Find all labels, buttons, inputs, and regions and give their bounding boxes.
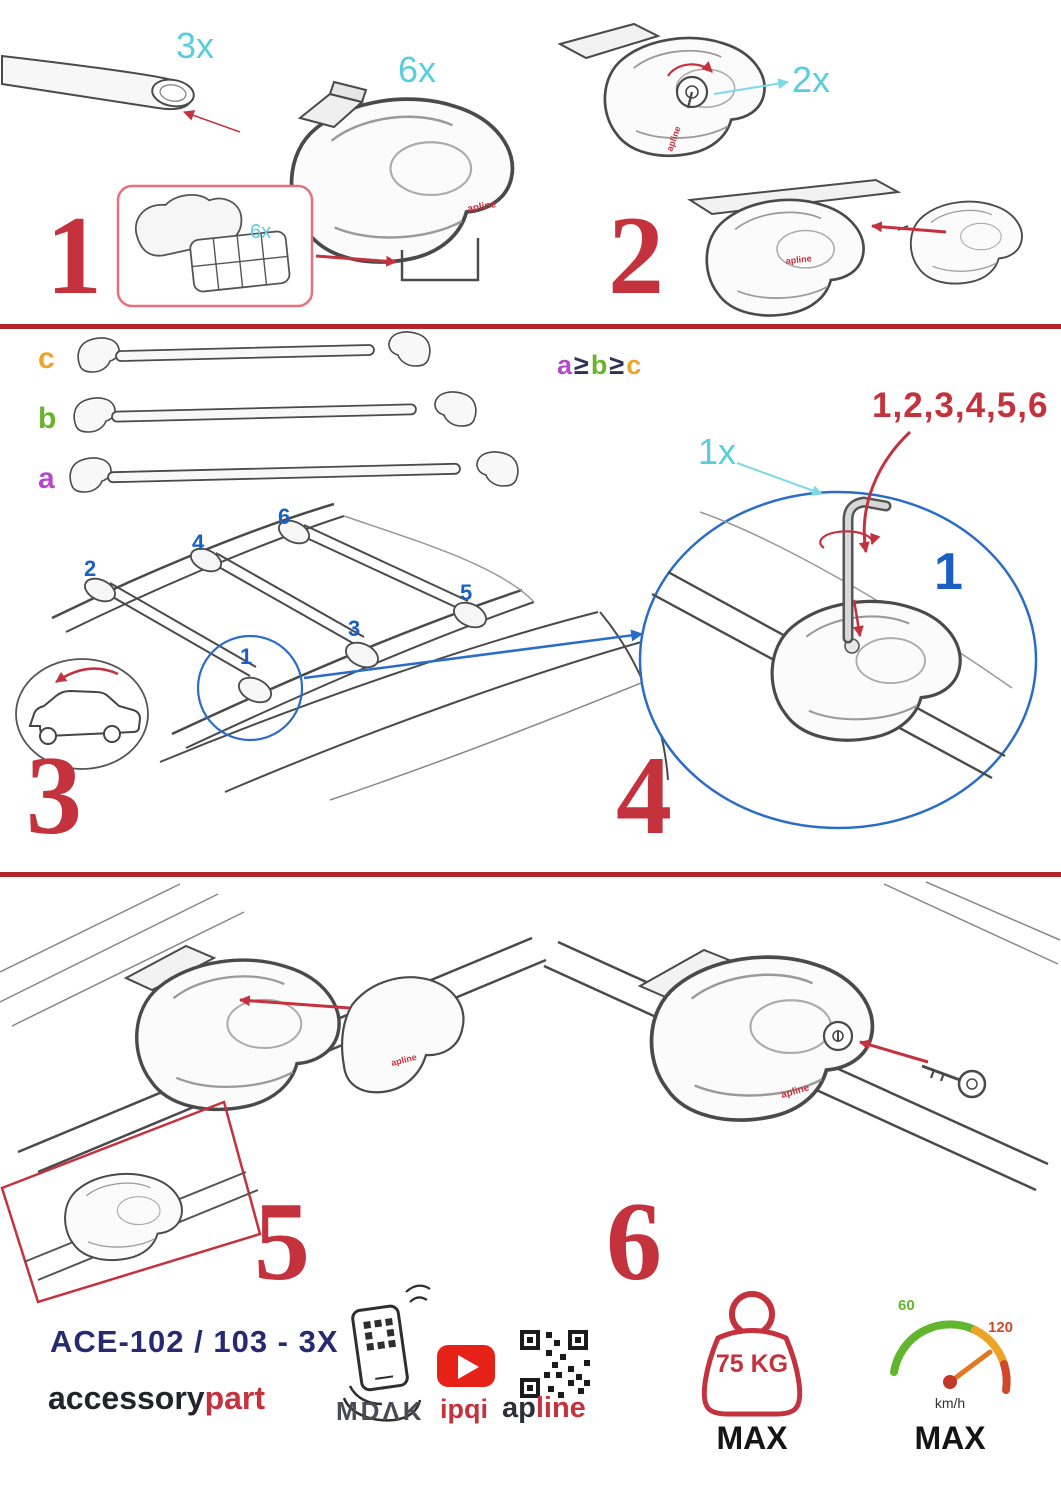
- car-roof-illustration: [51, 502, 689, 801]
- ipqi-logo: ipqi: [440, 1394, 488, 1424]
- size-rule: a≥b≥c: [556, 352, 642, 379]
- red-arrow-icon: [182, 110, 241, 133]
- step-2-number: 2: [608, 194, 664, 318]
- youtube-icon: [437, 1345, 495, 1387]
- rotate-arrow-icon: [667, 61, 713, 77]
- rule-ge1: ≥: [574, 350, 589, 380]
- max-speed-label: MAX: [914, 1420, 986, 1456]
- car-direction-inset: [15, 658, 149, 770]
- foot-icon-step5: [135, 958, 341, 1112]
- weight-icon: [701, 1291, 803, 1417]
- red-arrow-icon: [315, 254, 398, 267]
- blue-arrow-icon: [303, 629, 644, 680]
- rubber-pad-icon: [134, 194, 291, 293]
- rule-b: b: [590, 350, 608, 380]
- apline-ap: ap: [502, 1392, 536, 1424]
- roof-hatch-lines: [883, 881, 1061, 965]
- section-divider-2: [0, 872, 1061, 877]
- step-5-number: 5: [254, 1180, 310, 1304]
- cover-piece-icon: [340, 976, 465, 1094]
- brand-part: part: [204, 1380, 266, 1416]
- mounted-bar-front: [83, 577, 272, 704]
- step1-art: apline: [1, 54, 515, 308]
- model-code: ACE-102 / 103 - 3X: [50, 1324, 339, 1359]
- qty-locks: 2x: [792, 59, 831, 100]
- roof-hatch-lines: [0, 883, 245, 1027]
- brand-badge: apline: [467, 199, 498, 215]
- crossbar-b-icon: [73, 391, 477, 433]
- tighten-sequence: 1,2,3,4,5,6: [872, 386, 1049, 425]
- cyan-arrow-icon: [713, 78, 790, 95]
- rule-a: a: [557, 350, 573, 380]
- endcap-assembly-icon: apline: [687, 178, 1023, 317]
- qr-code-icon: [518, 1328, 590, 1400]
- red-arrow-icon: [858, 1039, 929, 1064]
- qty-allen-key: 1x: [698, 431, 737, 472]
- bar-label-a: a: [38, 462, 55, 495]
- cyan-arrow-icon: [736, 462, 824, 496]
- sequence-start: 1: [934, 543, 963, 601]
- position-4: 4: [192, 530, 205, 555]
- pad-inset: [116, 184, 398, 308]
- step2-art: apline apline: [557, 22, 1023, 317]
- section-divider-1: [0, 324, 1061, 329]
- step-1-number: 1: [46, 194, 102, 318]
- qty-pads: 6x: [250, 221, 272, 243]
- mounted-bar-middle: [189, 547, 379, 669]
- speed-red-value: 120: [988, 1319, 1014, 1336]
- step-3-number: 3: [26, 734, 82, 858]
- apline-line: line: [535, 1392, 586, 1424]
- apline-logo: apline: [502, 1394, 586, 1423]
- qty-feet: 6x: [398, 49, 437, 90]
- step6-art: apline: [543, 881, 1061, 1192]
- brand-accessory: accessory: [48, 1380, 205, 1416]
- foot-icon-step1: apline: [289, 80, 515, 282]
- speed-unit: km/h: [934, 1395, 966, 1411]
- brand-badge: apline: [785, 253, 812, 266]
- step-4-number: 4: [616, 734, 672, 858]
- direction-arrow-icon: [55, 667, 119, 684]
- mdak-logo: MDΛK: [336, 1396, 425, 1426]
- position-2: 2: [84, 556, 97, 581]
- speed-green-value: 60: [898, 1297, 915, 1314]
- key-icon: [921, 1064, 987, 1099]
- crossbar-icon: [1, 54, 195, 111]
- bar-label-b: b: [38, 402, 57, 435]
- rule-ge2: ≥: [609, 350, 625, 380]
- position-1: 1: [240, 644, 253, 669]
- sequence-arrow-icon: [858, 430, 912, 554]
- red-arrow-icon: [238, 995, 351, 1010]
- installed-inset: [0, 1100, 262, 1304]
- rotate-arrow-icon: [819, 530, 881, 549]
- red-arrow-icon: [852, 599, 864, 638]
- step4-art: [638, 430, 1038, 830]
- bar-label-c: c: [38, 342, 55, 375]
- max-weight-label: MAX: [716, 1420, 788, 1456]
- speedometer-icon: [890, 1320, 1011, 1394]
- foot-lock-icon: apline: [557, 22, 790, 158]
- qty-bars: 3x: [176, 25, 215, 66]
- zoom-content: [651, 496, 1013, 780]
- footer-art: [342, 1284, 1011, 1422]
- car-icon: [28, 689, 142, 738]
- phone-qr-icon: [342, 1284, 431, 1422]
- highlight-circle: [196, 634, 304, 742]
- step-6-number: 6: [606, 1180, 662, 1304]
- crossbar-c-icon: [77, 331, 431, 373]
- step3-art: [15, 331, 689, 801]
- rule-c: c: [626, 350, 642, 380]
- accessorypart-logo: accessorypart: [48, 1382, 265, 1414]
- red-arrow-icon: [870, 221, 947, 234]
- position-6: 6: [278, 504, 291, 529]
- max-weight-value: 75 KG: [715, 1350, 789, 1378]
- mounted-bar-rear: [277, 519, 487, 629]
- step5-art: apline: [0, 883, 547, 1304]
- crossbar-a-icon: [69, 451, 519, 493]
- position-3: 3: [348, 616, 361, 641]
- position-5: 5: [460, 580, 473, 605]
